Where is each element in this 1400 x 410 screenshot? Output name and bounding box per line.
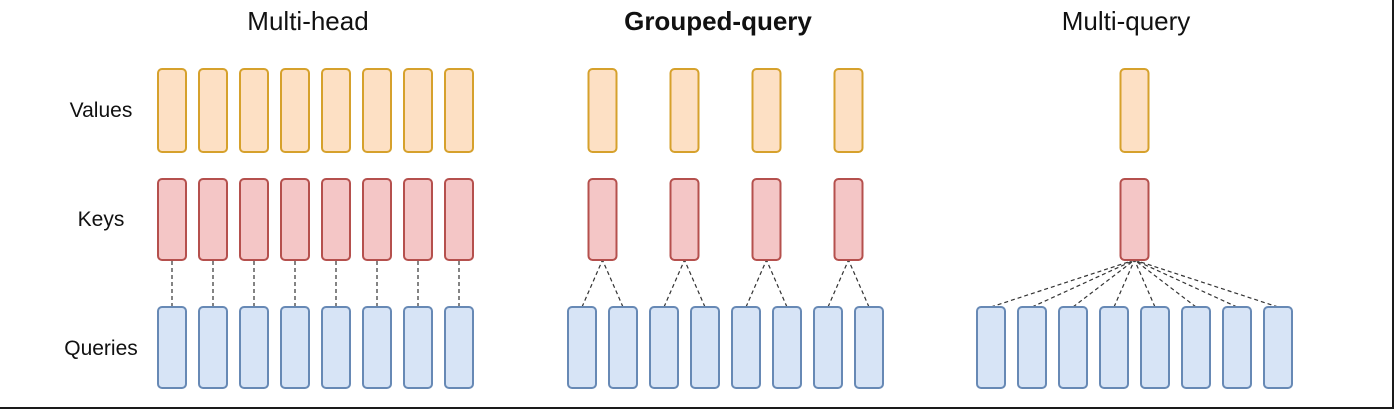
bottom-border-line — [0, 407, 1392, 409]
multi_head-value-head-6 — [362, 68, 392, 153]
grouped_query-connector — [847, 259, 870, 308]
grouped_query-query-head-6 — [772, 306, 802, 389]
multi_head-key-head-8 — [444, 178, 474, 261]
multi_query-connector — [990, 259, 1135, 308]
multi_query-query-head-4 — [1099, 306, 1129, 389]
head-boxes — [157, 68, 1293, 389]
multi_query-query-head-1 — [976, 306, 1006, 389]
multi_head-value-head-4 — [280, 68, 310, 153]
multi_head-value-head-3 — [239, 68, 269, 153]
multi_query-query-head-3 — [1058, 306, 1088, 389]
multi_query-connector — [1134, 259, 1279, 308]
multi_head-key-head-7 — [403, 178, 433, 261]
multi_head-query-head-6 — [362, 306, 392, 389]
grouped_query-connector — [745, 259, 768, 308]
multi_query-query-head-6 — [1181, 306, 1211, 389]
grouped-query-title: Grouped-query — [624, 6, 812, 36]
grouped_query-value-head-2 — [669, 68, 700, 153]
grouped_query-connector — [601, 259, 624, 308]
connector-lines — [171, 259, 1279, 308]
grouped_query-key-head-4 — [833, 178, 864, 261]
multi_head-query-head-3 — [239, 306, 269, 389]
multi-query-title: Multi-query — [1062, 6, 1191, 36]
grouped_query-query-head-3 — [649, 306, 679, 389]
multi_head-key-head-3 — [239, 178, 269, 261]
multi_head-query-head-1 — [157, 306, 187, 389]
multi_head-key-head-1 — [157, 178, 187, 261]
grouped_query-query-head-5 — [731, 306, 761, 389]
grouped_query-value-head-1 — [587, 68, 618, 153]
multi_head-value-head-1 — [157, 68, 187, 153]
grouped_query-value-head-3 — [751, 68, 782, 153]
multi_head-query-head-8 — [444, 306, 474, 389]
grouped_query-connector — [765, 259, 788, 308]
multi_query-value-head-1 — [1119, 68, 1150, 153]
multi_head-query-head-4 — [280, 306, 310, 389]
multi_head-key-head-5 — [321, 178, 351, 261]
grouped_query-query-head-8 — [854, 306, 884, 389]
multi_head-key-head-2 — [198, 178, 228, 261]
multi_head-key-head-6 — [362, 178, 392, 261]
grouped_query-key-head-2 — [669, 178, 700, 261]
values-row-label: Values — [70, 99, 133, 122]
multi_head-value-head-8 — [444, 68, 474, 153]
multi_query-connector — [1113, 259, 1136, 308]
grouped_query-query-head-1 — [567, 306, 597, 389]
grouped_query-key-head-1 — [587, 178, 618, 261]
multi_query-connector — [1072, 259, 1135, 308]
grouped_query-connector — [827, 259, 850, 308]
multi_head-value-head-2 — [198, 68, 228, 153]
multi_query-connector — [1134, 259, 1197, 308]
multi_head-query-head-2 — [198, 306, 228, 389]
multi_head-value-head-5 — [321, 68, 351, 153]
multi_query-connector — [1134, 259, 1238, 308]
grouped_query-query-head-4 — [690, 306, 720, 389]
multi_query-connector — [1031, 259, 1135, 308]
multi_head-query-head-5 — [321, 306, 351, 389]
multi_query-query-head-2 — [1017, 306, 1047, 389]
grouped_query-query-head-7 — [813, 306, 843, 389]
multi_query-query-head-5 — [1140, 306, 1170, 389]
grouped_query-query-head-2 — [608, 306, 638, 389]
grouped_query-value-head-4 — [833, 68, 864, 153]
grouped_query-key-head-3 — [751, 178, 782, 261]
multi-head-title: Multi-head — [247, 6, 368, 36]
multi_query-query-head-7 — [1222, 306, 1252, 389]
grouped_query-connector — [663, 259, 686, 308]
keys-row-label: Keys — [78, 208, 125, 231]
multi_head-query-head-7 — [403, 306, 433, 389]
multi_head-value-head-7 — [403, 68, 433, 153]
queries-row-label: Queries — [64, 337, 138, 360]
multi_query-query-head-8 — [1263, 306, 1293, 389]
grouped_query-connector — [683, 259, 706, 308]
grouped_query-connector — [581, 259, 604, 308]
multi_head-key-head-4 — [280, 178, 310, 261]
multi_query-connector — [1133, 259, 1156, 308]
right-border-line — [1392, 0, 1394, 409]
multi_query-key-head-1 — [1119, 178, 1150, 261]
